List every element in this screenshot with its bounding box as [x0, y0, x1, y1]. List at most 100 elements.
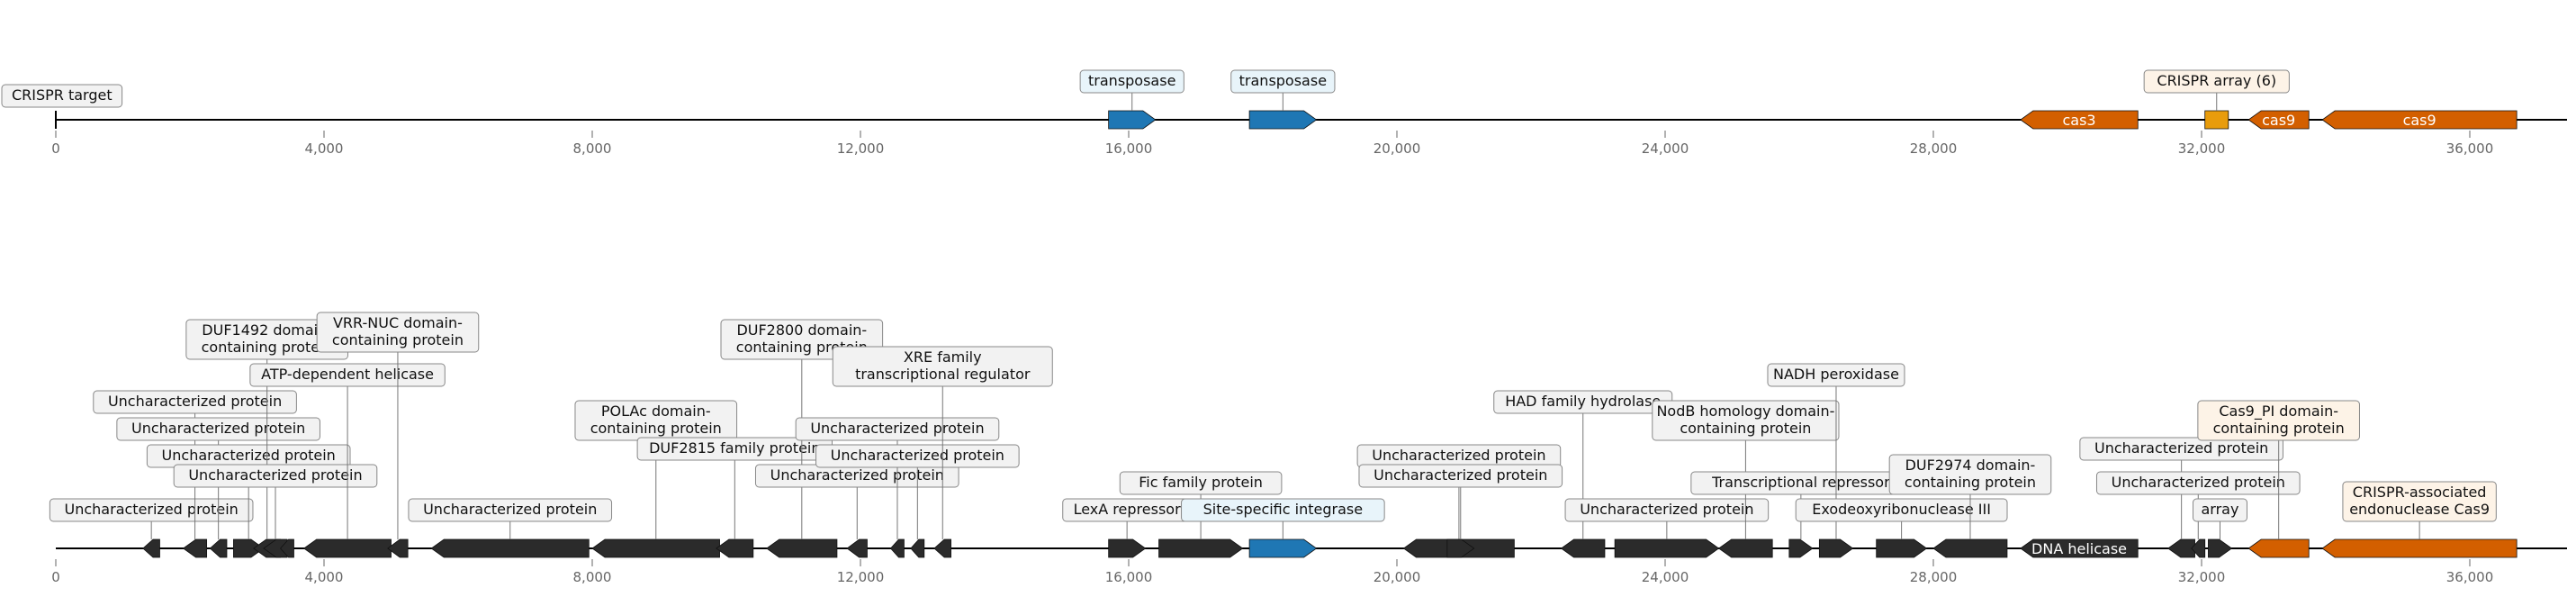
gene-arrow [2208, 538, 2233, 558]
gene-arrow [1614, 538, 1720, 558]
axis-tick-label: 12,000 [837, 569, 885, 585]
feature-label-text: Uncharacterized protein [2094, 439, 2268, 457]
feature-label: transposase [1230, 69, 1336, 94]
feature-label: Uncharacterized protein [49, 498, 254, 522]
axis-tick-label: 32,000 [2178, 569, 2226, 585]
gene-feature: transposase [1079, 69, 1184, 130]
feature-label-text: CRISPR target [12, 86, 113, 104]
gene-feature: Uncharacterized protein [408, 498, 613, 558]
gene-feature: DUF2815 family protein [636, 437, 833, 558]
gene-arrow [2020, 538, 2139, 558]
feature-label-box [249, 363, 446, 387]
gene-feature: VRR-NUC domain-containing protein [316, 312, 480, 558]
gene-feature: Transcriptional repressor [1690, 471, 1912, 558]
feature-label-box [173, 464, 378, 488]
feature-label: Uncharacterized protein [795, 417, 1000, 441]
axis-tick-label: 8,000 [573, 140, 612, 157]
feature-label-box [1, 84, 123, 108]
feature-label-box [2197, 400, 2360, 441]
feature-label: HAD family hydrolase [1493, 390, 1673, 414]
axis-tick-label: 16,000 [1105, 569, 1153, 585]
feature-label-box [116, 417, 320, 441]
gene-arrow [1818, 538, 1854, 558]
gene-arrow [2020, 110, 2139, 130]
axis-tick-label: 20,000 [1374, 569, 1421, 585]
feature-label: DUF2974 domain-containing protein [1888, 454, 2052, 495]
gene-feature: Fic family protein [1119, 471, 1283, 558]
feature-label-text: transcriptional regulator [855, 366, 1031, 383]
feature-label-box [2192, 498, 2247, 522]
gene-feature: POLAc domain-containing protein [574, 400, 738, 558]
feature-label-box [93, 390, 297, 414]
crispr-target-label: CRISPR target [1, 84, 123, 108]
gene-feature: Uncharacterized protein [93, 390, 297, 558]
gene-arrow [766, 538, 838, 558]
feature-label: array [2192, 498, 2247, 522]
gene-feature: Uncharacterized protein [795, 417, 1000, 558]
gene-arrow [2167, 538, 2195, 558]
feature-label-box [832, 346, 1053, 387]
gene-feature: DUF1492 domain-containing protein [185, 319, 348, 558]
feature-label-text: NADH peroxidase [1773, 366, 1899, 383]
feature-label-text: containing protein [2213, 420, 2345, 437]
gene-arrow [1560, 538, 1606, 558]
gene-inner-label: cas9 [2403, 112, 2436, 129]
feature-label-text: containing protein [332, 331, 464, 348]
gene-feature: Uncharacterized protein [1356, 444, 1562, 558]
feature-label-text: Uncharacterized protein [2112, 474, 2285, 491]
gene-arrow [1788, 538, 1814, 558]
gene-arrow [1248, 110, 1318, 130]
axis-tick-label: 28,000 [1910, 569, 1958, 585]
gene-feature: Uncharacterized protein [2079, 437, 2283, 558]
axis-tick-label: 0 [51, 140, 60, 157]
axis-tick-label: 32,000 [2178, 140, 2226, 157]
feature-label-text: Exodeoxyribonuclease III [1812, 501, 1991, 518]
gene-arrow [209, 538, 228, 558]
gene-feature: Uncharacterized protein [1564, 498, 1770, 558]
feature-label: Uncharacterized protein [1358, 464, 1563, 488]
axis-tick-label: 4,000 [305, 569, 344, 585]
feature-label-text: containing protein [202, 339, 333, 356]
feature-label-text: Uncharacterized protein [188, 466, 362, 484]
feature-label-text: Site-specific integrase [1203, 501, 1363, 518]
feature-label-text: Uncharacterized protein [1580, 501, 1753, 518]
feature-label-box [1652, 400, 1840, 441]
feature-label-text: CRISPR-associated [2353, 484, 2487, 501]
gene-feature: Uncharacterized protein [2095, 471, 2301, 558]
feature-label-text: Uncharacterized protein [423, 501, 597, 518]
gene-feature: HAD family hydrolase [1493, 390, 1673, 558]
feature-label: DUF2815 family protein [636, 437, 833, 461]
feature-label: transposase [1079, 69, 1184, 94]
feature-label-box [1564, 498, 1770, 522]
feature-label: Uncharacterized protein [116, 417, 320, 441]
feature-label-text: HAD family hydrolase [1505, 393, 1661, 410]
gene-arrow [1446, 538, 1475, 558]
gene-arrow [1108, 110, 1157, 130]
gene-feature: array [2192, 498, 2247, 558]
feature-label-box [1795, 498, 2008, 522]
feature-label: Uncharacterized protein [2095, 471, 2301, 495]
feature-label: Uncharacterized protein [93, 390, 297, 414]
feature-label: Uncharacterized protein [408, 498, 613, 522]
feature-label: Cas9_PI domain-containing protein [2197, 400, 2360, 441]
feature-label-box [1888, 454, 2052, 495]
feature-label-text: array [2202, 501, 2239, 518]
feature-label-text: Uncharacterized protein [810, 420, 984, 437]
gene-arrow [846, 538, 868, 558]
feature-label-box [815, 444, 1020, 468]
feature-label: POLAc domain-containing protein [574, 400, 738, 441]
axis-tick-label: 0 [51, 569, 60, 585]
gene-arrow [1158, 538, 1244, 558]
feature-label-box [1181, 498, 1385, 522]
gene-arrow [2191, 538, 2206, 558]
feature-label: Uncharacterized protein [1356, 444, 1562, 468]
feature-label: Uncharacterized protein [754, 464, 959, 488]
gene-feature: Exodeoxyribonuclease III [1795, 498, 2008, 558]
axis-tick-label: 12,000 [837, 140, 885, 157]
